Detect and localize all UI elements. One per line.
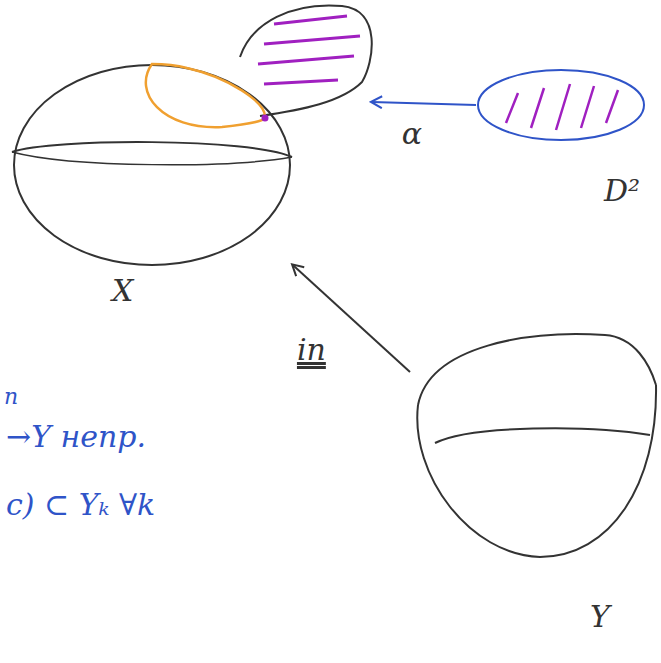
node-label: D²: [604, 174, 640, 207]
note-text: →Y непр.: [6, 420, 146, 453]
note-text: c) ⊂ Yₖ ∀k: [6, 488, 155, 521]
bowl-y-outline: [410, 325, 660, 560]
bowl-y: Y: [410, 325, 660, 560]
note-text: n: [4, 385, 18, 409]
arrow-connector: [293, 265, 410, 372]
arrow-connector: [372, 102, 476, 105]
node-label: Y: [590, 600, 610, 633]
node-label: X: [112, 274, 133, 307]
disk-d2: D²: [476, 68, 646, 142]
edge-label: α: [399, 117, 425, 150]
disk-d2-outline: [476, 68, 646, 142]
edge-label: in: [294, 333, 329, 366]
sphere-x: X: [12, 2, 372, 265]
sphere-x-outline: [12, 2, 372, 265]
